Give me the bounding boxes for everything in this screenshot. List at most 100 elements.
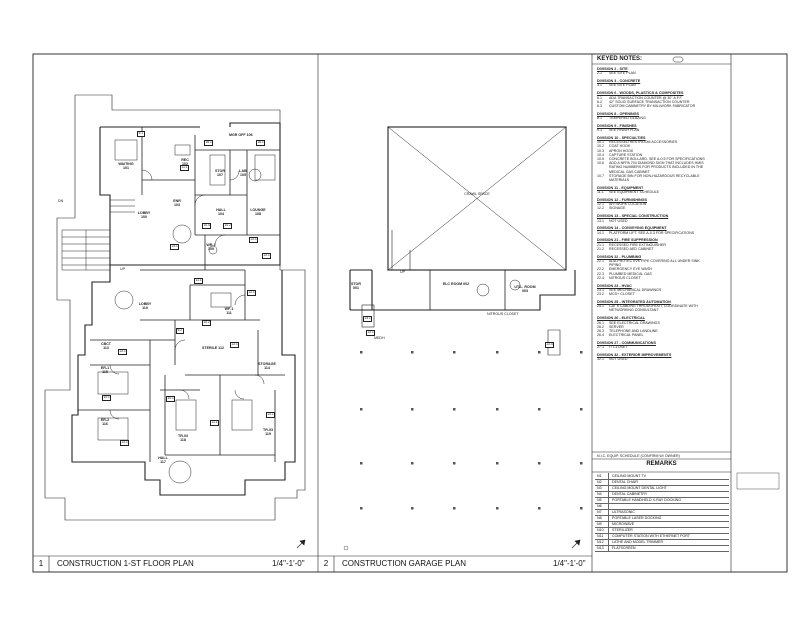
keynote-item: MATERIALS: [597, 178, 629, 182]
keynote-text: NOT USED: [609, 218, 628, 223]
keynote-item: 26.4 ELECTRICAL PANEL: [597, 333, 644, 337]
keynote-text: ADD A NFPA 704 DIAMOND SIGN THAT INCLUDE…: [609, 161, 704, 166]
keynote-code: 11.1: [597, 190, 604, 195]
room-stor: STOR 107: [215, 169, 225, 177]
keynote-text: CUSTOM CABINETRY BY MILLWORK FABRICATOR: [609, 103, 696, 108]
keynote-item: NETWORKING CONSULTANT: [597, 308, 659, 312]
room-mgr-off: MGR OFF 106: [229, 133, 253, 137]
keynote-tag: 23.1: [363, 316, 373, 322]
keynote-code: 6.3: [597, 103, 602, 108]
keynote-tag: 22.4: [545, 342, 555, 348]
keynote-code: 13.1: [597, 218, 604, 223]
keynote-item: 26.3 TELEPHONE AND LANDLINE: [597, 329, 658, 333]
plan-1-number: 1: [38, 559, 44, 568]
site-outline: [44, 94, 306, 521]
equipment-header: REMARKS: [646, 461, 677, 467]
keynote-text: RECESSED AED CABINET: [609, 246, 654, 251]
keynote-code: 32.1: [597, 357, 604, 362]
keynote-text: CONCRETE BOLLARD. SEE A-0.5 FOR SPECIFIC…: [609, 157, 705, 161]
keynote-division-heading: DIVISION 13 - SPECIAL CONSTRUCTION: [597, 214, 669, 219]
keynote-division-heading: DIVISION 32 - EXTERIOR IMPROVEMENTS: [597, 353, 672, 357]
room-elec: ELC ROOM 002: [442, 282, 470, 286]
north-arrow-1: [296, 539, 306, 549]
medh-label: MEDH: [374, 336, 385, 340]
keynote-text: PIPING: [609, 263, 622, 268]
sheet-border: [32, 53, 788, 573]
keynote-text: MATERIALS: [609, 178, 630, 182]
keynote-code: 26.4: [597, 333, 604, 338]
keynote-item: 6.3 CUSTOM CABINETRY BY MILLWORK FABRICAT…: [597, 104, 695, 108]
equipment-remark: DENTAL CABINETRY: [612, 492, 648, 496]
keynote-division-heading: DIVISION 10 - SPECIALTIES: [597, 135, 646, 140]
keynote-division-heading: DIVISION 6 - WOODS, PLASTICS & COMPOSITE…: [597, 91, 684, 96]
equipment-remark: CEILING MOUNT DENTAL LIGHT: [612, 486, 667, 490]
keynote-code: 10.7: [597, 173, 604, 178]
room-crawl-space: CRAWL SPACE: [464, 192, 490, 196]
keynote-text: TELEPHONE AND LANDLINE: [609, 328, 658, 333]
keynote-text: SIGNAGE: [609, 206, 626, 211]
keynote-text: RATING NUMBERS FOR PRODUCTS INCLUDED IN …: [609, 165, 704, 170]
keynote-code: 10.4: [597, 152, 604, 157]
room-garage-stor: STOR 001: [351, 282, 361, 290]
room-lobby-mid: LOBBY 110: [138, 302, 152, 310]
keynote-tag: 22.1: [366, 330, 376, 336]
keynote-tag: 10.1: [166, 396, 176, 402]
keynote-text: ELECTRICAL PANEL: [609, 333, 644, 338]
keynote-code: 10.5: [597, 157, 604, 161]
building-wall-lower: [71, 265, 296, 496]
drain-marker: [343, 545, 349, 551]
keynote-tag: 16.1: [256, 140, 266, 146]
equipment-code: N1: [595, 473, 609, 479]
keynote-code: 22.1: [597, 259, 604, 263]
equipment-remark: CEILING MOUNT TV: [612, 474, 647, 478]
equipment-code: N12: [595, 539, 609, 545]
keynote-text: SEE MECHANICAL DRAWINGS: [609, 287, 662, 292]
keynote-text: SEE FINISH PLAN: [609, 128, 640, 133]
keynote-text: NOT USED: [609, 357, 628, 362]
room-util: UTIL. ROOM 003: [514, 285, 536, 293]
keynote-tag: 22.1: [262, 253, 272, 259]
keynote-text: SEE SITE PLAN: [609, 83, 636, 88]
keynote-code: 6.2: [597, 99, 602, 104]
keynote-text: EMERGENCY EYE WASH: [609, 267, 652, 272]
keynote-tag: 5.1: [137, 131, 145, 137]
keynote-text: CAPTURE STATION: [609, 152, 643, 157]
equipment-remark: DENTAL CHAIR: [612, 480, 638, 484]
keynote-code: 10.2: [597, 144, 604, 149]
equipment-remark: [609, 504, 612, 508]
room-sterile: STERILE 112: [202, 346, 224, 350]
keynote-tag: 10.1: [102, 395, 112, 401]
garage-columns: [360, 351, 583, 510]
keynote-division-heading: DIVISION 9 - FINISHES: [597, 123, 637, 128]
keynote-tag: 22.1: [120, 440, 130, 446]
equipment-remark: ULTRASONIC: [612, 510, 635, 514]
keynote-text: MEDICAL GAS CABINET: [609, 169, 651, 174]
keynote-code: 26.2: [597, 324, 604, 329]
keynote-text: NITROUS CLOSET: [609, 275, 641, 280]
keynote-code: 26.1: [597, 320, 604, 325]
keynote-code: 26.3: [597, 328, 604, 333]
keynote-code: 27.1: [597, 345, 604, 350]
north-arrow-2: [571, 539, 581, 549]
keynote-item: RATING NUMBERS FOR PRODUCTS INCLUDED IN …: [597, 165, 703, 169]
keynote-division-heading: DIVISION 27 - COMMUNICATIONS: [597, 340, 656, 345]
keynote-code: 2.1: [597, 71, 602, 76]
